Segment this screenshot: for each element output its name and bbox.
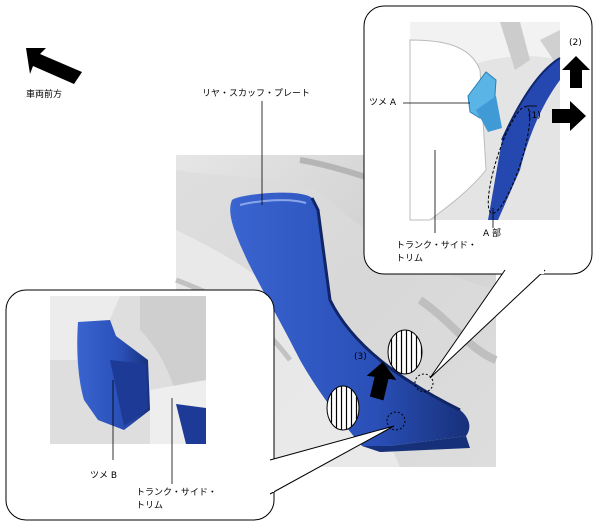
rear-scuff-plate-label: リヤ・スカッフ・プレート bbox=[202, 89, 311, 99]
region-a-marker bbox=[414, 373, 434, 393]
clip-area-upper bbox=[387, 329, 423, 375]
callout-top bbox=[363, 5, 593, 379]
trunk-side-trim-label-bottom-2: トリム bbox=[136, 501, 164, 511]
step3-label: (3) bbox=[354, 352, 367, 362]
region-a-label: A 部 bbox=[483, 229, 502, 239]
claw-a-label: ツメ A bbox=[369, 98, 397, 108]
callout-bottom bbox=[5, 289, 395, 521]
step2-label: (2) bbox=[569, 38, 582, 48]
rear-scuff-plate bbox=[230, 192, 470, 452]
step2-arrow-icon bbox=[562, 56, 590, 88]
trunk-side-trim-label-bottom-1: トランク・サイド・ bbox=[136, 488, 217, 498]
trunk-side-trim-label-top-1: トランク・サイド・ bbox=[396, 241, 477, 251]
claw-b-label: ツメ B bbox=[90, 471, 118, 481]
front-direction-arrow-icon bbox=[26, 48, 82, 84]
trunk-side-trim-label-top-2: トリム bbox=[396, 254, 424, 264]
step1-label: (1) bbox=[528, 111, 541, 121]
clip-area-lower bbox=[326, 385, 360, 431]
front-direction-label: 車両前方 bbox=[26, 90, 63, 100]
step3-arrow-icon bbox=[366, 361, 397, 401]
step1-arrow-icon bbox=[552, 101, 586, 131]
claw-b-marker bbox=[386, 411, 406, 431]
